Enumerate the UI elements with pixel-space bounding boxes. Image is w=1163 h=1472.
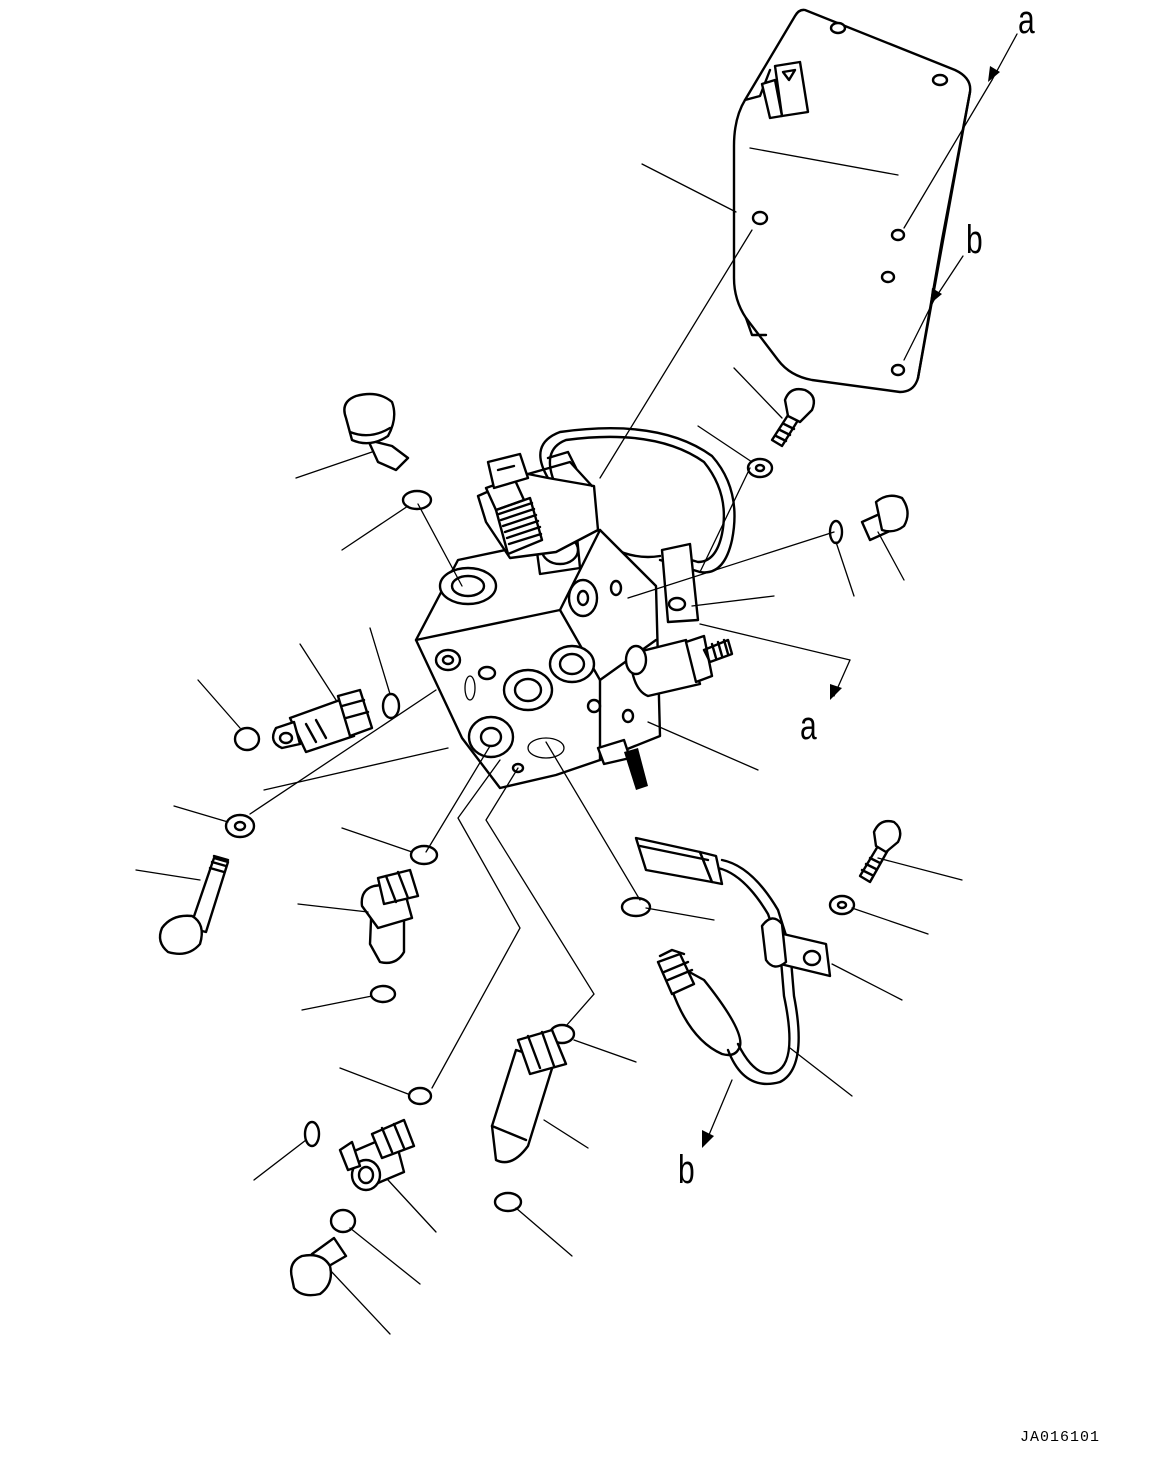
clamp-bolt <box>858 819 902 884</box>
clamp-washer-hole <box>836 900 848 910</box>
long-bolt <box>158 854 230 955</box>
upper-o-ring <box>401 489 433 511</box>
clamp-washer <box>828 894 856 916</box>
bottom-plug-cap <box>329 1208 357 1234</box>
long-bolt-washer <box>224 813 256 839</box>
o-ring-2 <box>369 984 397 1004</box>
bracket-bolt <box>770 387 816 448</box>
pressure-switch <box>656 858 800 1086</box>
reference-arrows <box>699 33 1018 1148</box>
right-o-ring <box>828 519 844 545</box>
mounting-bracket <box>732 8 972 394</box>
elbow-fitting-1 <box>360 868 420 965</box>
bottom-stud <box>596 738 648 790</box>
bracket-washer-hole <box>754 463 766 473</box>
elbow-fitting-2 <box>338 1118 416 1192</box>
valve-block <box>414 528 662 790</box>
reference-label-a-middle: a <box>800 704 817 748</box>
harness-connector <box>634 836 724 886</box>
o-ring-3 <box>620 896 652 918</box>
leader-lines <box>135 163 963 1335</box>
reference-label-b-right: b <box>966 218 983 262</box>
left-plug-cap <box>233 726 261 752</box>
reference-label-b-bottom: b <box>678 1148 695 1192</box>
right-block-fitting <box>624 634 734 698</box>
long-bolt-washer-hole <box>233 820 247 832</box>
reference-label-a-top: a <box>1018 0 1035 42</box>
harness-clamp <box>760 917 832 978</box>
o-ring-7 <box>493 1191 523 1213</box>
long-straight-fitting <box>490 1028 568 1164</box>
drawing-code: JA016101 <box>1020 1429 1101 1446</box>
right-plug <box>860 494 909 542</box>
solenoid-coil <box>476 450 600 576</box>
left-fitting <box>271 688 374 754</box>
bracket-washer <box>746 457 774 479</box>
bottom-plug <box>289 1236 348 1297</box>
o-ring-1 <box>409 844 439 866</box>
upper-plug <box>343 392 410 472</box>
o-ring-6 <box>303 1120 321 1148</box>
solenoid-wire <box>539 427 736 624</box>
left-fitting-o-ring <box>381 692 401 720</box>
o-ring-5 <box>407 1086 433 1106</box>
